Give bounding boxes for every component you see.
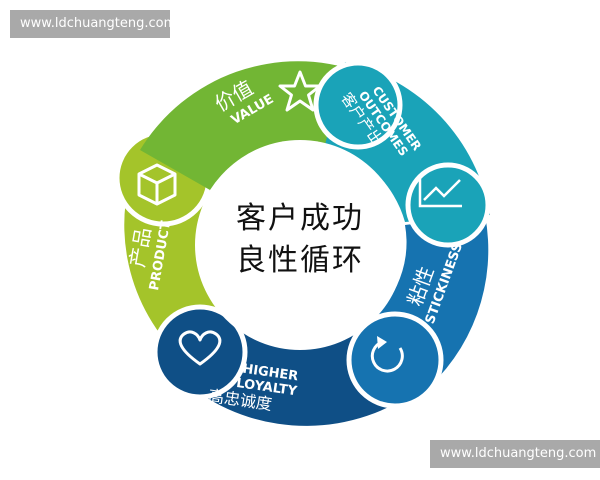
- heart-icon: [178, 330, 222, 366]
- center-disc: [195, 140, 405, 350]
- segment-higher-loyalty: [152, 304, 444, 426]
- watermark-bottom: www.ldchuangteng.com: [430, 440, 600, 468]
- center-title-line1: 客户成功: [236, 201, 364, 236]
- segment-value: [140, 61, 360, 191]
- watermark-top: www.ldchuangteng.com: [10, 10, 176, 38]
- label-higher-loyalty: HIGHER LOYALTY 高忠诚度: [207, 362, 299, 414]
- line-chart-icon: [418, 178, 462, 208]
- refresh-icon: [370, 336, 404, 373]
- center-title-line2: 良性循环: [236, 243, 364, 278]
- cube-icon: [137, 163, 177, 206]
- star-icon: [278, 70, 322, 112]
